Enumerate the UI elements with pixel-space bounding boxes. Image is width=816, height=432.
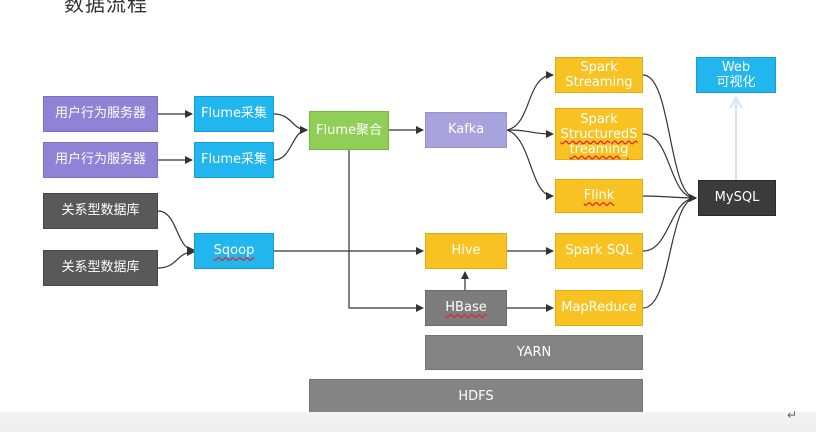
hbase-node: HBase [425, 290, 507, 326]
mysql-node: MySQL [698, 180, 776, 216]
arrow-sparkstructured-mysql [642, 133, 697, 202]
sqoop-label: Sqoop [213, 243, 255, 258]
relational-db-1-label: 关系型数据库 [61, 203, 140, 218]
flume-collect-2: Flume采集 [194, 142, 274, 178]
yarn-label: YARN [516, 344, 552, 360]
hdfs-label: HDFS [458, 388, 494, 404]
arrow-kafka-sparkstreaming [506, 71, 554, 131]
flume-collect-2-label: Flume采集 [201, 152, 267, 167]
user-server-1: 用户行为服务器 [43, 96, 158, 132]
spark-streaming-line2: Streaming [565, 75, 633, 90]
flume-collect-1-label: Flume采集 [201, 106, 267, 121]
flume-aggregate-label: Flume聚合 [316, 122, 382, 138]
mapreduce-node: MapReduce [555, 290, 643, 326]
spark-streaming-node: Spark Streaming [555, 57, 643, 93]
flume-aggregate: Flume聚合 [309, 111, 389, 150]
spark-structured-line2: StructuredS [560, 126, 638, 142]
user-server-2-label: 用户行为服务器 [54, 152, 146, 167]
spark-structured-line1: Spark [580, 111, 618, 127]
arrow-kafka-sparkstructured [506, 129, 554, 138]
arrow-kafka-flink [506, 129, 554, 200]
bottom-band [0, 412, 816, 432]
flink-node: Flink [555, 179, 643, 213]
relational-db-1: 关系型数据库 [43, 193, 158, 229]
flume-collect-1: Flume采集 [194, 96, 274, 132]
hdfs-bar: HDFS [309, 379, 643, 414]
arrow-rdb1-sqoop [157, 210, 195, 254]
mysql-label: MySQL [714, 190, 760, 205]
arrow-rdb2-sqoop [157, 248, 195, 269]
yarn-bar: YARN [425, 335, 643, 370]
arrow-mapreduce-mysql [642, 194, 697, 309]
spark-structured-line3: treaming [569, 141, 629, 157]
arrow-sparksql-mysql [642, 194, 697, 252]
spark-sql-node: Spark SQL [555, 233, 643, 269]
arrow-sparkstreaming-mysql [642, 74, 697, 202]
web-line2: 可视化 [716, 75, 756, 90]
hbase-label: HBase [445, 300, 487, 315]
hive-node: Hive [425, 233, 507, 269]
header-fragment: 数据流程 [64, 0, 148, 16]
spark-streaming-line1: Spark [580, 60, 618, 75]
mapreduce-label: MapReduce [561, 300, 637, 315]
arrow-flume1-agg [273, 113, 308, 134]
kafka-node: Kafka [425, 112, 507, 148]
arrow-flume2-agg [273, 126, 308, 161]
sqoop-node: Sqoop [194, 233, 274, 269]
spark-sql-label: Spark SQL [565, 243, 633, 258]
web-visualization-node: Web 可视化 [696, 57, 776, 93]
relational-db-2: 关系型数据库 [43, 250, 158, 286]
paragraph-mark: ↵ [787, 408, 798, 422]
flink-label: Flink [583, 188, 615, 203]
kafka-label: Kafka [447, 122, 485, 137]
user-server-2: 用户行为服务器 [43, 142, 158, 178]
spark-structured-streaming-node: Spark StructuredS treaming [555, 108, 643, 160]
arrow-agg-hbase [348, 150, 424, 312]
web-line1: Web [721, 60, 751, 75]
hive-label: Hive [451, 243, 481, 258]
relational-db-2-label: 关系型数据库 [61, 260, 140, 275]
user-server-1-label: 用户行为服务器 [54, 106, 146, 121]
